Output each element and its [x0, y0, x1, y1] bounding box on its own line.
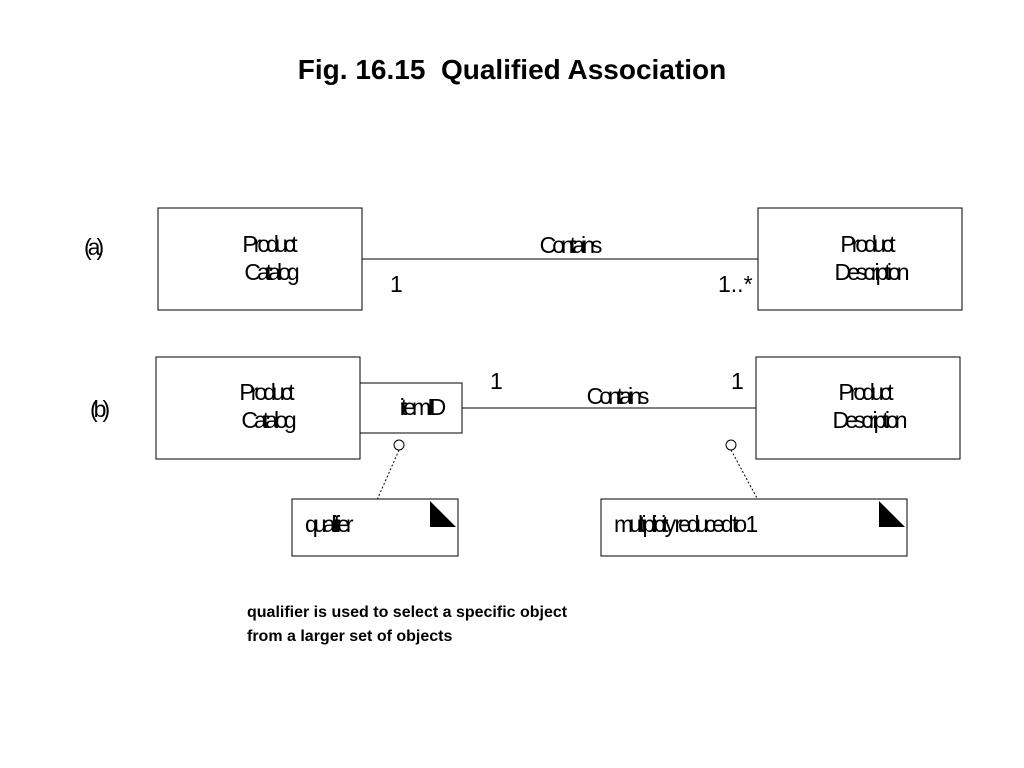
- product-description-class-b: [755, 356, 961, 460]
- diagram-b-label: (b): [90, 396, 109, 422]
- product-description-a-line2: Description: [834, 259, 908, 285]
- qualifier-note-text: qualifier: [305, 511, 354, 537]
- product-catalog-class-b: [155, 356, 361, 460]
- diagram-a: (a) Product Catalog Contains 1 1..* Prod…: [84, 207, 963, 311]
- qualifier-note-connector: [376, 449, 400, 501]
- multiplicity-right-b: 1: [731, 368, 744, 394]
- multiplicity-note-connector: [730, 449, 759, 501]
- qualifier-note-fold: [430, 501, 456, 527]
- multiplicity-note-text: multiplicity reduced to 1: [614, 511, 758, 537]
- qualifier-anchor-circle: [393, 439, 405, 451]
- figure-title: Fig. 16.15 Qualified Association: [297, 54, 727, 85]
- qualifier-box: [359, 382, 463, 434]
- multiplicity-left-b: 1: [490, 368, 503, 394]
- association-label-b: Contains: [587, 383, 649, 409]
- qualifier-note: qualifier: [291, 498, 459, 557]
- qualifier-label: itemID: [400, 394, 446, 420]
- product-description-class-a: [757, 207, 963, 311]
- multiplicity-right-a: 1..*: [718, 271, 753, 297]
- product-description-b-line2: Description: [832, 407, 906, 433]
- product-description-b-line1: Product: [838, 379, 894, 405]
- multiplicity-note-fold: [879, 501, 905, 527]
- product-catalog-class-a: [157, 207, 363, 311]
- caption-line-2: from a larger set of objects: [247, 628, 453, 645]
- diagram-b: (b) Product Catalog itemID Contains 1 1 …: [90, 356, 961, 460]
- multiplicity-note: multiplicity reduced to 1: [600, 498, 908, 557]
- multiplicity-left-a: 1: [390, 271, 403, 297]
- caption-line-1: qualifier is used to select a specific o…: [247, 604, 568, 621]
- product-catalog-b-line1: Product: [239, 379, 295, 405]
- product-catalog-a-line1: Product: [242, 231, 298, 257]
- multiplicity-note-box: [600, 498, 908, 557]
- multiplicity-anchor-circle: [725, 439, 737, 451]
- association-label-a: Contains: [540, 232, 602, 258]
- product-catalog-a-line2: Catalog: [244, 259, 298, 285]
- product-catalog-b-line2: Catalog: [241, 407, 295, 433]
- product-description-a-line1: Product: [840, 231, 896, 257]
- caption: qualifier is used to select a specific o…: [247, 601, 567, 649]
- diagram-a-label: (a): [84, 234, 103, 260]
